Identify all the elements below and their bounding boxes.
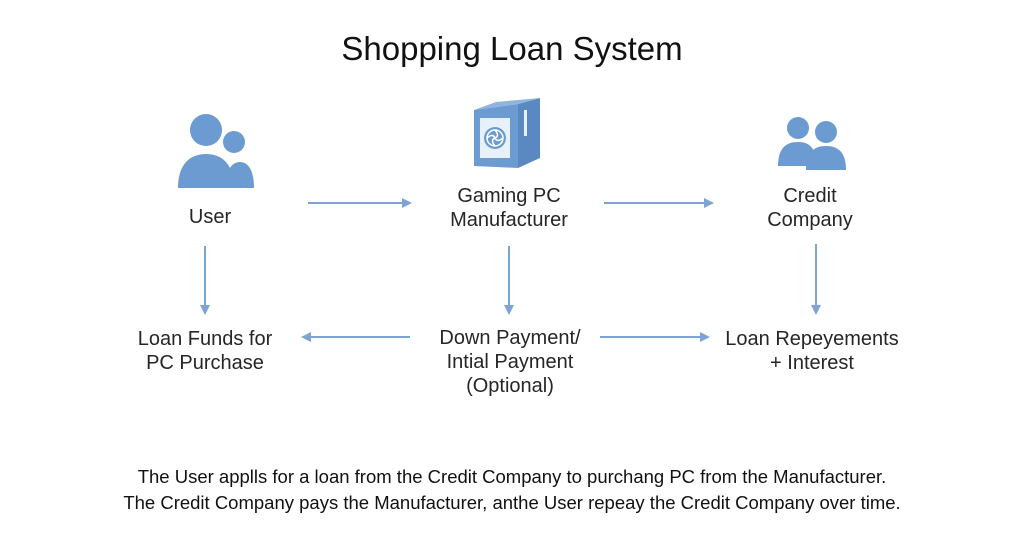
node-manufacturer-label: Gaming PC Manufacturer: [450, 185, 568, 231]
pc-tower-icon: [474, 98, 540, 168]
group-icon: [778, 117, 846, 170]
node-repayments-label: Loan Repeyements + Interest: [725, 328, 899, 374]
caption-line-1: The User applls for a loan from the Cred…: [137, 466, 887, 487]
node-down-payment-label: Down Payment/ Intial Payment (Optional): [439, 327, 581, 397]
caption-line-2: The Credit Company pays the Manufacturer…: [123, 492, 901, 513]
user-icon: [178, 114, 254, 188]
node-credit-company-label: Credit Company: [767, 185, 853, 231]
node-user-label: User: [188, 206, 232, 228]
diagram-title: Shopping Loan System: [341, 30, 683, 67]
node-loan-funds-label: Loan Funds for PC Purchase: [137, 328, 273, 374]
